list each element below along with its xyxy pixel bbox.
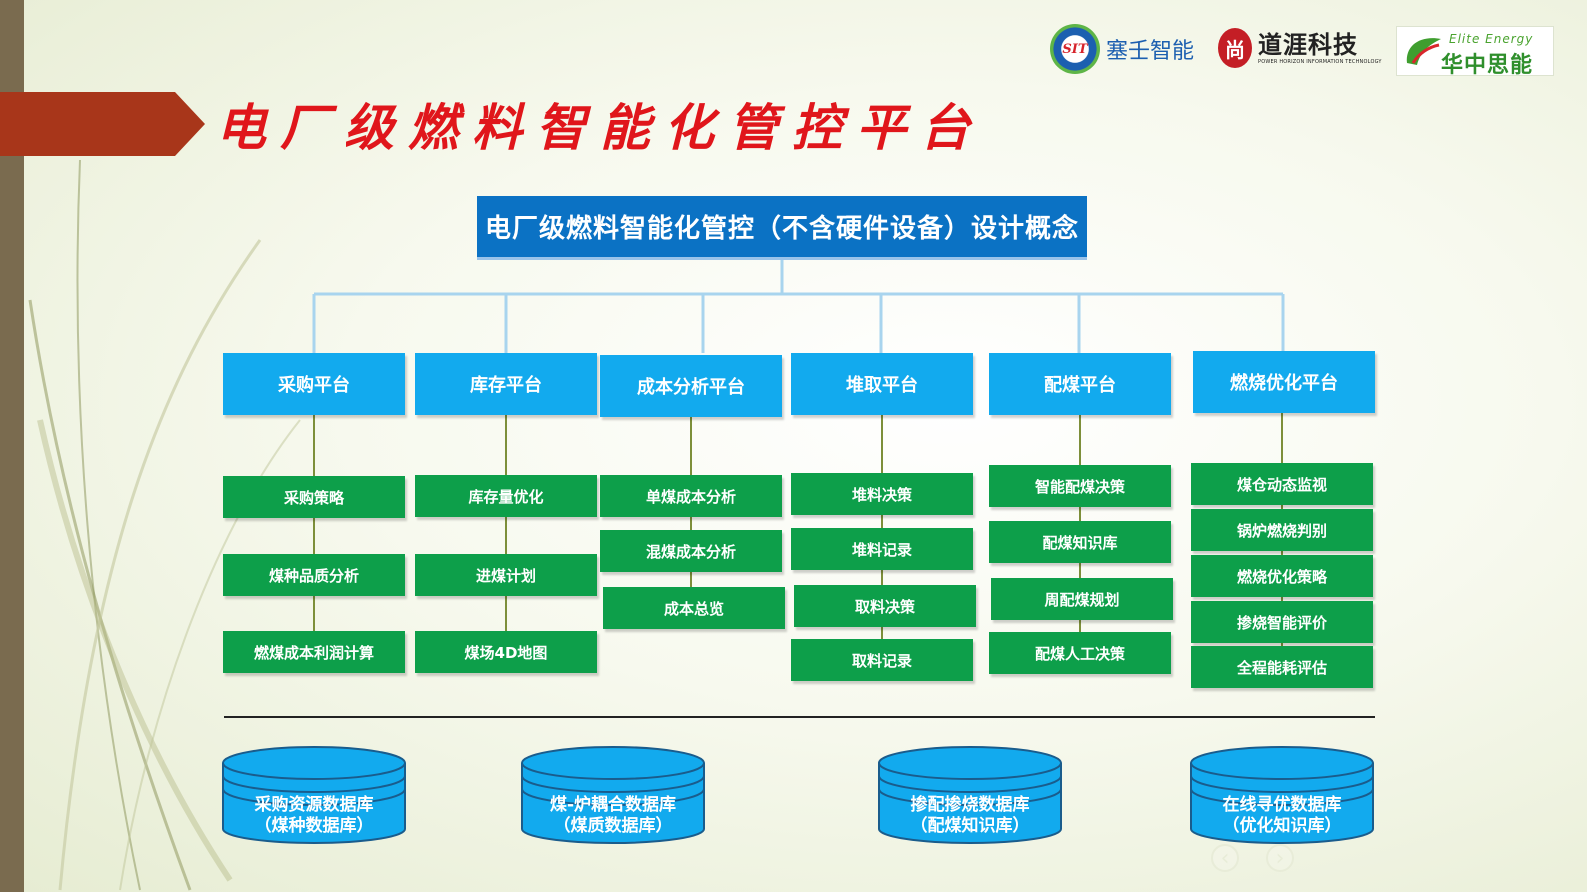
database-icon [521, 746, 705, 844]
item-reclaiming-record[interactable]: 取料记录 [791, 639, 973, 681]
daohai-logo-sub: POWER HORIZON INFORMATION TECHNOLOGY [1258, 59, 1382, 65]
database-procurement-resources[interactable]: 采购资源数据库 （煤种数据库） [221, 743, 407, 845]
elite-energy-logo: Elite Energy 华中思能 [1396, 26, 1554, 78]
title-arrow-banner [0, 92, 205, 156]
item-coal-intake-plan[interactable]: 进煤计划 [415, 554, 597, 596]
leaf-icon [1406, 38, 1441, 65]
platform-cost-analysis[interactable]: 成本分析平台 [600, 355, 782, 417]
item-coal-quality-analysis[interactable]: 煤种品质分析 [223, 554, 405, 596]
concept-title-box: 电厂级燃料智能化管控（不含硬件设备）设计概念 [477, 196, 1087, 260]
sit-logo-name: 塞壬智能 [1106, 39, 1195, 64]
item-procurement-strategy[interactable]: 采购策略 [223, 476, 405, 518]
database-name: 煤-炉耦合数据库 [549, 795, 677, 815]
item-smart-blending-decision[interactable]: 智能配煤决策 [989, 465, 1171, 507]
item-blending-knowledge-base[interactable]: 配煤知识库 [989, 521, 1171, 563]
database-subname: （优化知识库） [1222, 816, 1342, 836]
item-single-coal-cost[interactable]: 单煤成本分析 [600, 475, 782, 517]
database-name: 采购资源数据库 [254, 795, 374, 815]
database-icon [1190, 746, 1374, 844]
elite-energy-cn: 华中思能 [1441, 53, 1534, 78]
database-blending-cofiring[interactable]: 掺配掺烧数据库 （配煤知识库） [877, 743, 1063, 845]
platform-procurement[interactable]: 采购平台 [223, 353, 405, 415]
platform-stack-reclaim[interactable]: 堆取平台 [791, 353, 973, 415]
item-boiler-combustion-diagnosis[interactable]: 锅炉燃烧判别 [1191, 509, 1373, 551]
sit-logo-mark: SIT [1050, 24, 1100, 74]
item-cost-overview[interactable]: 成本总览 [603, 587, 785, 629]
item-cofiring-evaluation[interactable]: 掺烧智能评价 [1191, 601, 1373, 643]
database-subname: （配煤知识库） [910, 816, 1030, 836]
daohai-logo: 尚 道涯科技 POWER HORIZON INFORMATION TECHNOL… [1218, 28, 1382, 68]
platform-inventory[interactable]: 库存平台 [415, 353, 597, 415]
item-manual-blending-decision[interactable]: 配煤人工决策 [989, 632, 1171, 674]
database-subname: （煤种数据库） [254, 816, 374, 836]
database-icon [878, 746, 1062, 844]
item-energy-consumption-assessment[interactable]: 全程能耗评估 [1191, 646, 1373, 688]
database-icon [222, 746, 406, 844]
elite-energy-en: Elite Energy [1449, 32, 1534, 46]
database-name: 掺配掺烧数据库 [910, 795, 1030, 815]
sit-logo: SIT 塞壬智能 [1050, 24, 1194, 74]
section-divider [224, 716, 1375, 718]
item-weekly-blending-plan[interactable]: 周配煤规划 [991, 578, 1173, 620]
logo-strip: SIT 塞壬智能 尚 道涯科技 POWER HORIZON INFORMATIO… [1050, 22, 1570, 82]
next-slide-button[interactable]: › [1266, 844, 1294, 872]
item-inventory-optimization[interactable]: 库存量优化 [415, 475, 597, 517]
platform-combustion-optimization[interactable]: 燃烧优化平台 [1193, 351, 1375, 413]
item-blended-coal-cost[interactable]: 混煤成本分析 [600, 530, 782, 572]
daohai-logo-mark: 尚 [1218, 28, 1252, 68]
database-coal-boiler-coupling[interactable]: 煤-炉耦合数据库 （煤质数据库） [520, 743, 706, 845]
item-stacking-decision[interactable]: 堆料决策 [791, 473, 973, 515]
database-subname: （煤质数据库） [553, 816, 673, 836]
prev-slide-button[interactable]: ‹ [1211, 844, 1239, 872]
item-coal-yard-4d-map[interactable]: 煤场4D地图 [415, 631, 597, 673]
item-coal-cost-profit[interactable]: 燃煤成本利润计算 [223, 631, 405, 673]
daohai-logo-name: 道涯科技 [1258, 31, 1358, 59]
item-stacking-record[interactable]: 堆料记录 [791, 528, 973, 570]
item-reclaiming-decision[interactable]: 取料决策 [794, 585, 976, 627]
database-name: 在线寻优数据库 [1222, 795, 1342, 815]
platform-blending[interactable]: 配煤平台 [989, 353, 1171, 415]
item-bunker-monitoring[interactable]: 煤仓动态监视 [1191, 463, 1373, 505]
item-combustion-optimization-strategy[interactable]: 燃烧优化策略 [1191, 555, 1373, 597]
database-online-optimization[interactable]: 在线寻优数据库 （优化知识库） [1189, 743, 1375, 845]
slide-title: 电厂级燃料智能化管控平台 [216, 98, 984, 157]
